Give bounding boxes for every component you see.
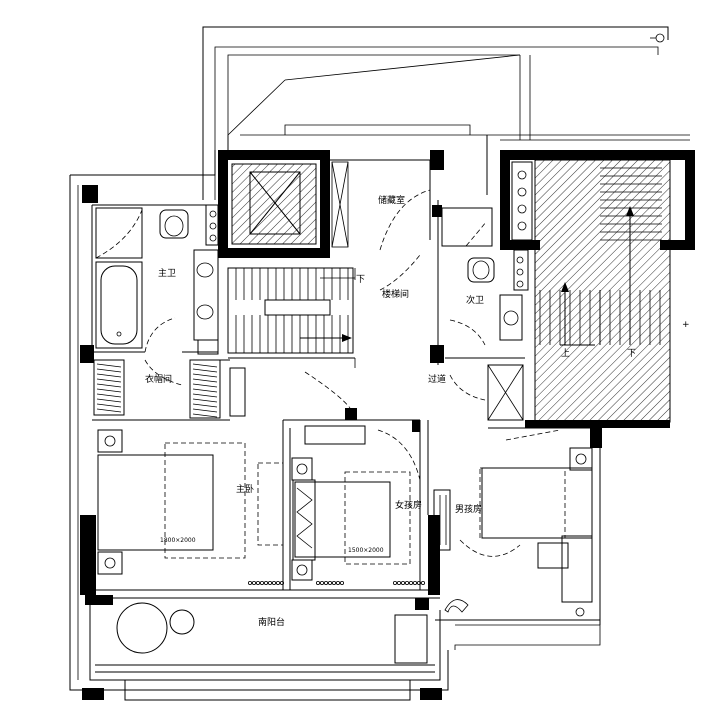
plus-mark: +	[682, 320, 690, 330]
outer-walls	[69, 135, 690, 701]
corridor	[282, 371, 429, 590]
label-master-bath: 主卫	[158, 267, 176, 279]
label-corridor: 过道	[428, 373, 446, 385]
label-walkin-closet: 衣帽间	[145, 373, 172, 385]
storage-room	[330, 150, 444, 251]
boys-room	[433, 427, 593, 617]
master-bath	[91, 204, 219, 355]
label-second-bath: 次卫	[466, 294, 484, 306]
children-room	[291, 457, 411, 586]
south-balcony	[95, 515, 600, 673]
bed-size-master: 1800×2000	[160, 537, 196, 544]
roof-outline	[202, 26, 690, 200]
label-boys-room: 男孩房	[455, 503, 482, 515]
label-storage: 储藏室	[378, 194, 405, 206]
label-master-bedroom: 主卧	[236, 483, 254, 495]
stair-down-mark: 下	[356, 275, 365, 285]
bed-size-child: 1500×2000	[348, 547, 384, 554]
stair-down-mark-east: 下	[627, 349, 636, 359]
stair-up-mark: 上	[561, 348, 570, 359]
label-south-balcony: 南阳台	[258, 616, 285, 628]
door-arcs	[144, 254, 486, 401]
master-bedroom	[97, 359, 284, 586]
walkin-closet	[92, 359, 230, 421]
central-stairs	[227, 267, 356, 368]
label-stair-hall: 楼梯间	[382, 288, 409, 300]
east-stairs	[487, 150, 695, 448]
elevator-core	[218, 150, 330, 258]
room-labels: 主卫 衣帽间 主卧 储藏室 楼梯间 次卫 过道 女孩房 男孩房 南阳台 下 上 …	[145, 194, 690, 628]
label-children-room: 女孩房	[395, 499, 422, 511]
second-bath	[430, 200, 529, 365]
